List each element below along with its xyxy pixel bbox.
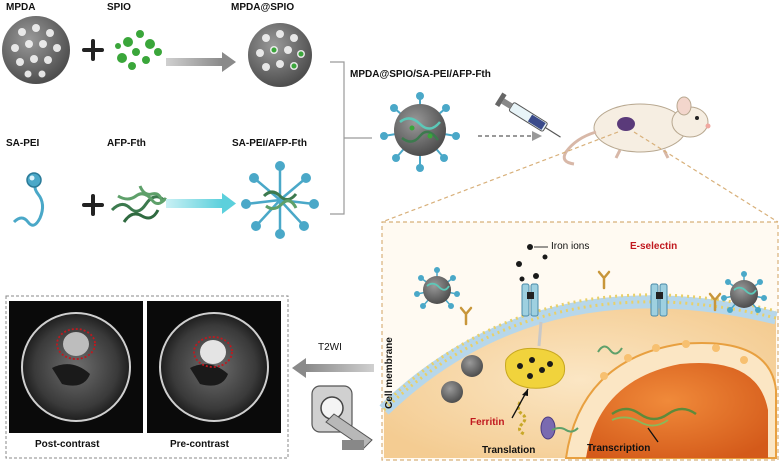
label-spio: SPIO xyxy=(107,2,131,13)
ribosome xyxy=(516,401,579,440)
label-sa-pei: SA-PEI xyxy=(6,138,40,149)
mpda-spio-particle xyxy=(248,23,312,87)
tumor-highlight-post xyxy=(56,328,96,360)
tumor-highlight-pre xyxy=(193,336,233,368)
nanocomplex-left xyxy=(414,267,460,309)
dna-strand xyxy=(611,407,697,421)
syringe-icon xyxy=(494,92,561,138)
cytoplasm-nanoparticles xyxy=(441,355,483,403)
label-pre-contrast: Pre-contrast xyxy=(170,439,229,450)
mri-panel xyxy=(5,295,289,459)
arrow-cyan xyxy=(166,193,236,214)
label-cell-membrane: Cell membrane xyxy=(383,337,395,409)
iron-ions xyxy=(516,244,548,282)
mrna-strand xyxy=(597,345,623,355)
plus-sign-1 xyxy=(82,39,104,61)
mpda-particle xyxy=(2,16,70,84)
mri-scanner-icon xyxy=(311,385,373,450)
label-mpda-spio: MPDA@SPIO xyxy=(231,2,295,13)
label-translation: Translation xyxy=(482,445,536,456)
sa-pei-afp-fth-complex xyxy=(241,161,319,239)
t2wi-arrow xyxy=(292,358,374,378)
bracket-connector xyxy=(330,61,372,215)
transcription-arrow xyxy=(647,427,659,443)
receptor-icon xyxy=(459,270,722,326)
spio-nanoparticles xyxy=(115,30,162,70)
plus-sign-2 xyxy=(82,194,104,216)
sa-pei-polymer xyxy=(12,172,45,227)
arrow-gray-top xyxy=(166,52,236,72)
label-e-selectin: E-selectin xyxy=(630,241,678,252)
afp-fth-protein xyxy=(110,185,168,223)
zoom-lines xyxy=(381,131,779,223)
label-iron-ions: Iron ions xyxy=(551,241,590,252)
nanocomplex-right xyxy=(721,271,767,313)
ferritin-vesicle xyxy=(505,347,566,389)
label-mpda: MPDA xyxy=(6,2,36,13)
label-post-contrast: Post-contrast xyxy=(35,439,100,450)
label-complex: MPDA@SPIO/SA-PEI/AFP-Fth xyxy=(350,69,491,80)
arrow-dashed-to-mouse xyxy=(478,131,542,141)
label-ferritin: Ferritin xyxy=(470,417,505,428)
label-sa-pei-afp-fth: SA-PEI/AFP-Fth xyxy=(232,138,307,149)
mouse-icon xyxy=(562,96,711,166)
label-transcription: Transcription xyxy=(587,443,651,454)
mpda-spio-sa-pei-afp-fth-complex xyxy=(380,92,460,172)
cell-panel xyxy=(379,221,779,461)
label-t2wi: T2WI xyxy=(318,342,342,353)
label-afp-fth: AFP-Fth xyxy=(107,138,146,149)
